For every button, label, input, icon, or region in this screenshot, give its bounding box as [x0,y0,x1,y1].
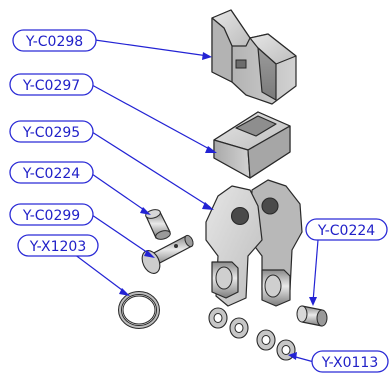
washer-set-part [208,307,296,361]
label-y-c0299-text: Y-C0299 [22,208,80,224]
leader-lines [61,39,319,363]
label-y-x1203: Y-X1203 [17,234,99,257]
bushing-part-left [145,209,171,240]
label-y-c0299: Y-C0299 [9,203,94,226]
retaining-ring-part [118,291,160,329]
label-y-c0224-right-text: Y-C0224 [317,223,375,239]
label-y-c0298-text: Y-C0298 [25,34,83,50]
label-y-c0297: Y-C0297 [9,73,94,96]
label-y-c0298: Y-C0298 [12,29,97,52]
label-y-c0224-left: Y-C0224 [9,161,94,184]
label-y-c0224-left-text: Y-C0224 [22,166,80,182]
label-y-c0224-right: Y-C0224 [305,218,388,241]
clevis-bracket-part [205,179,303,307]
label-y-x0113-text: Y-X0113 [321,355,378,371]
label-y-c0295: Y-C0295 [9,120,94,143]
label-y-x0113: Y-X0113 [311,350,389,373]
label-y-c0295-text: Y-C0295 [22,125,80,141]
label-y-c0297-text: Y-C0297 [22,78,80,94]
pad-block-part [213,111,291,179]
label-y-x1203-text: Y-X1203 [29,239,86,255]
bushing-part-right [296,305,328,327]
v-block-part [211,9,297,105]
